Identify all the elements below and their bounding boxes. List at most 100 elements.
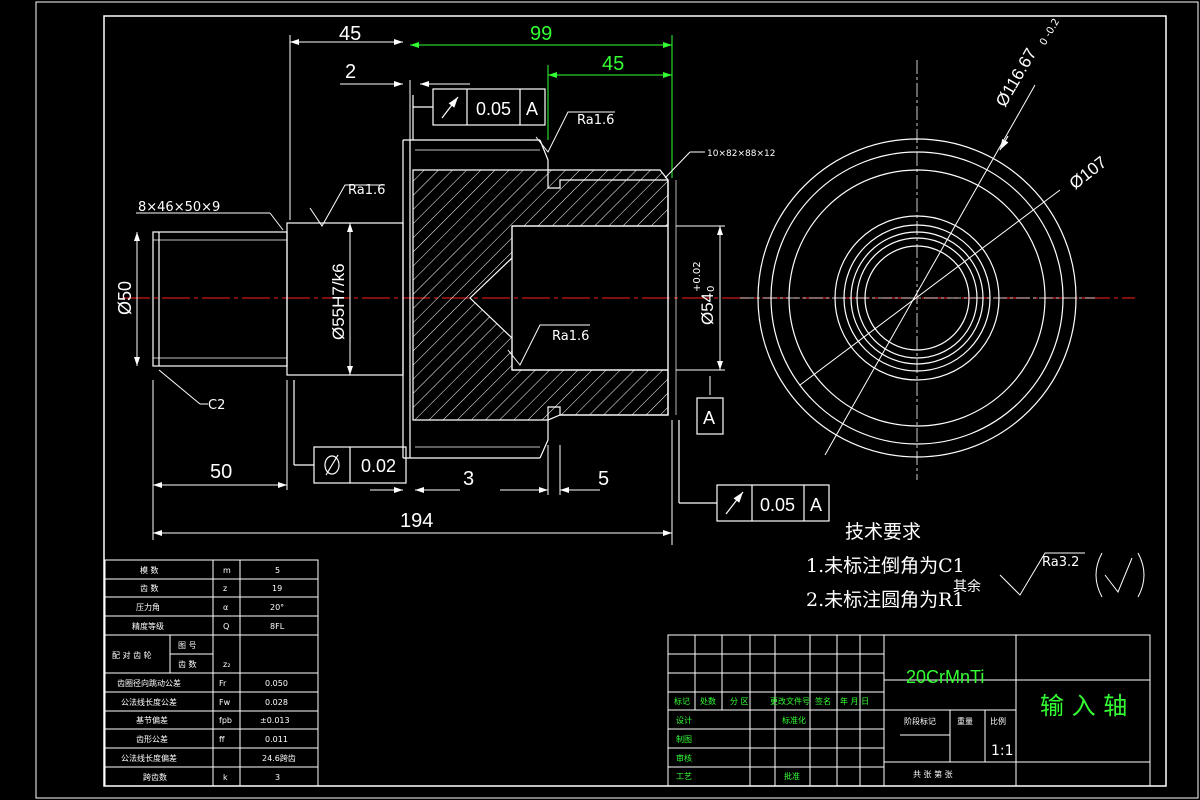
- gear-row-sym: k: [223, 773, 228, 782]
- gear-row-val: 8FL: [270, 622, 285, 631]
- roughness-ra16-b: Ra1.6: [577, 113, 614, 128]
- dim-45-green: 45: [602, 53, 624, 75]
- gear-row-name: 跨齿数: [143, 772, 167, 782]
- tb-draw: 制图: [676, 734, 692, 744]
- gear-row-name: 公法线长度公差: [121, 697, 177, 707]
- gear-row-val: 5: [275, 566, 280, 575]
- requirement-1: 1.未标注倒角为C1: [806, 555, 965, 577]
- fcf-bottom-value: 0.05: [760, 495, 795, 515]
- roughness-ra16-a: Ra1.6: [348, 183, 385, 198]
- gear-row-val: 24.6跨齿: [262, 754, 296, 763]
- gear-row-sym: m: [223, 566, 231, 575]
- fcf-cyl-value: 0.02: [361, 456, 396, 476]
- tb-process: 工艺: [676, 772, 692, 781]
- dim-phi54-tol-up: +0.02: [692, 261, 703, 292]
- gear-row-sym: ff: [219, 735, 225, 744]
- scale-label: 1:1: [991, 743, 1014, 759]
- gear-row-val: 0.028: [265, 698, 288, 707]
- end-view-centerlines: [740, 60, 1095, 480]
- fcf-bottom-datum: A: [810, 495, 822, 515]
- requirement-2: 2.未标注圆角为R1: [806, 589, 965, 611]
- gear-row-sym: z₂: [223, 660, 230, 669]
- gear-row-val: 0.050: [265, 679, 288, 688]
- fcf-top-datum: A: [526, 99, 538, 119]
- roughness-symbols: [309, 111, 1145, 598]
- tb-col-date: 年 月 日: [840, 696, 869, 706]
- roughness-ra32: Ra3.2: [1042, 555, 1079, 570]
- dim-phi55: Ø55H7/k6: [329, 263, 348, 340]
- gear-row-name: 精度等级: [132, 621, 164, 631]
- dim-194: 194: [400, 510, 433, 532]
- sheet-label: 共 张 第 张: [913, 769, 953, 779]
- chamfer-c2: C2: [208, 398, 225, 413]
- dim-phi116: Ø116.67: [992, 45, 1040, 110]
- tb-col-change: 更改文件号: [770, 696, 810, 706]
- gear-row-val: 0.011: [265, 735, 288, 744]
- inner-border: [103, 15, 1167, 787]
- material-label: 20CrMnTi: [906, 667, 984, 687]
- drawing-title: 输 入 轴: [1040, 692, 1127, 720]
- requirements-heading: 技术要求: [845, 521, 921, 543]
- gear-row-name: 压力角: [136, 602, 160, 612]
- gear-row-sym: Fw: [219, 698, 231, 707]
- green-dimension-lines: [410, 35, 673, 178]
- gear-row-sym: z: [223, 584, 227, 593]
- tb-col-mark: 标记: [674, 696, 690, 706]
- gear-row-name: 齿圈径向跳动公差: [117, 678, 181, 688]
- datum-label: A: [703, 408, 715, 428]
- tb-col-zone: 分 区: [730, 697, 749, 706]
- hatched-section: [412, 169, 669, 421]
- dim-45-top: 45: [339, 23, 361, 45]
- gear-table-grid: [104, 559, 319, 787]
- dim-2: 2: [345, 61, 356, 83]
- dim-phi54-tol-low: 0: [706, 286, 717, 292]
- tb-ratio: 比例: [990, 716, 1006, 726]
- gear-row-val: 19: [272, 584, 282, 593]
- fcf-runout-top: [412, 88, 546, 140]
- dim-phi107: Ø107: [1066, 153, 1110, 194]
- tb-stage: 阶段标记: [904, 716, 936, 726]
- fcf-runout-bottom: [678, 420, 830, 522]
- gear-row-name: 配 对 齿 轮: [112, 650, 152, 660]
- requirements-rest: 其余: [953, 578, 981, 595]
- spline-right-label: 10×82×88×12: [707, 149, 775, 159]
- tb-weight: 重量: [957, 716, 973, 726]
- tb-approve: 批准: [784, 771, 800, 781]
- spline-left-label: 8×46×50×9: [138, 200, 220, 215]
- tb-col-sign: 签名: [815, 696, 831, 706]
- tb-design: 设计: [676, 715, 692, 725]
- dim-5: 5: [598, 468, 609, 490]
- title-block-grid: [667, 634, 1151, 787]
- gear-row-name: 齿形公差: [136, 734, 168, 744]
- gear-row-sym: fpb: [219, 716, 232, 725]
- dim-3: 3: [463, 468, 474, 490]
- gear-row-name: 齿 数: [140, 583, 159, 593]
- tb-standardize: 标准化: [782, 715, 806, 725]
- dim-phi50: Ø50: [115, 281, 135, 315]
- dim-99: 99: [530, 23, 552, 45]
- gear-row-sub1: 图 号: [178, 641, 197, 650]
- dim-phi54: Ø54: [698, 293, 717, 325]
- roughness-ra16-c: Ra1.6: [552, 329, 589, 344]
- gear-row-name: 基节偏差: [136, 715, 168, 725]
- gear-table: 模 数 m 5 齿 数 z 19 压力角 α 20° 精度等级 Q 8FL 配 …: [112, 565, 296, 782]
- dim-phi116-tol: 0 -0.2: [1038, 17, 1062, 48]
- dimension-lines: [134, 35, 725, 545]
- datum-box: [696, 397, 724, 435]
- gear-row-sym: Fr: [219, 679, 227, 688]
- gear-row-sym: α: [223, 603, 228, 612]
- gear-row-name: 模 数: [140, 565, 159, 575]
- tb-check: 审核: [676, 753, 692, 763]
- fcf-cylindricity: [293, 380, 407, 484]
- fcf-top-value: 0.05: [476, 99, 511, 119]
- gear-row-sym: Q: [223, 622, 229, 631]
- gear-row-name: 公法线长度偏差: [121, 753, 177, 763]
- outer-border: [35, 1, 1199, 799]
- tb-col-count: 处数: [700, 696, 716, 706]
- gear-row-val: 20°: [270, 603, 284, 612]
- gear-row-val: ±0.013: [260, 716, 290, 725]
- gear-row-sub2: 齿 数: [178, 659, 197, 669]
- gear-row-val: 3: [275, 773, 280, 782]
- dim-50: 50: [210, 461, 232, 483]
